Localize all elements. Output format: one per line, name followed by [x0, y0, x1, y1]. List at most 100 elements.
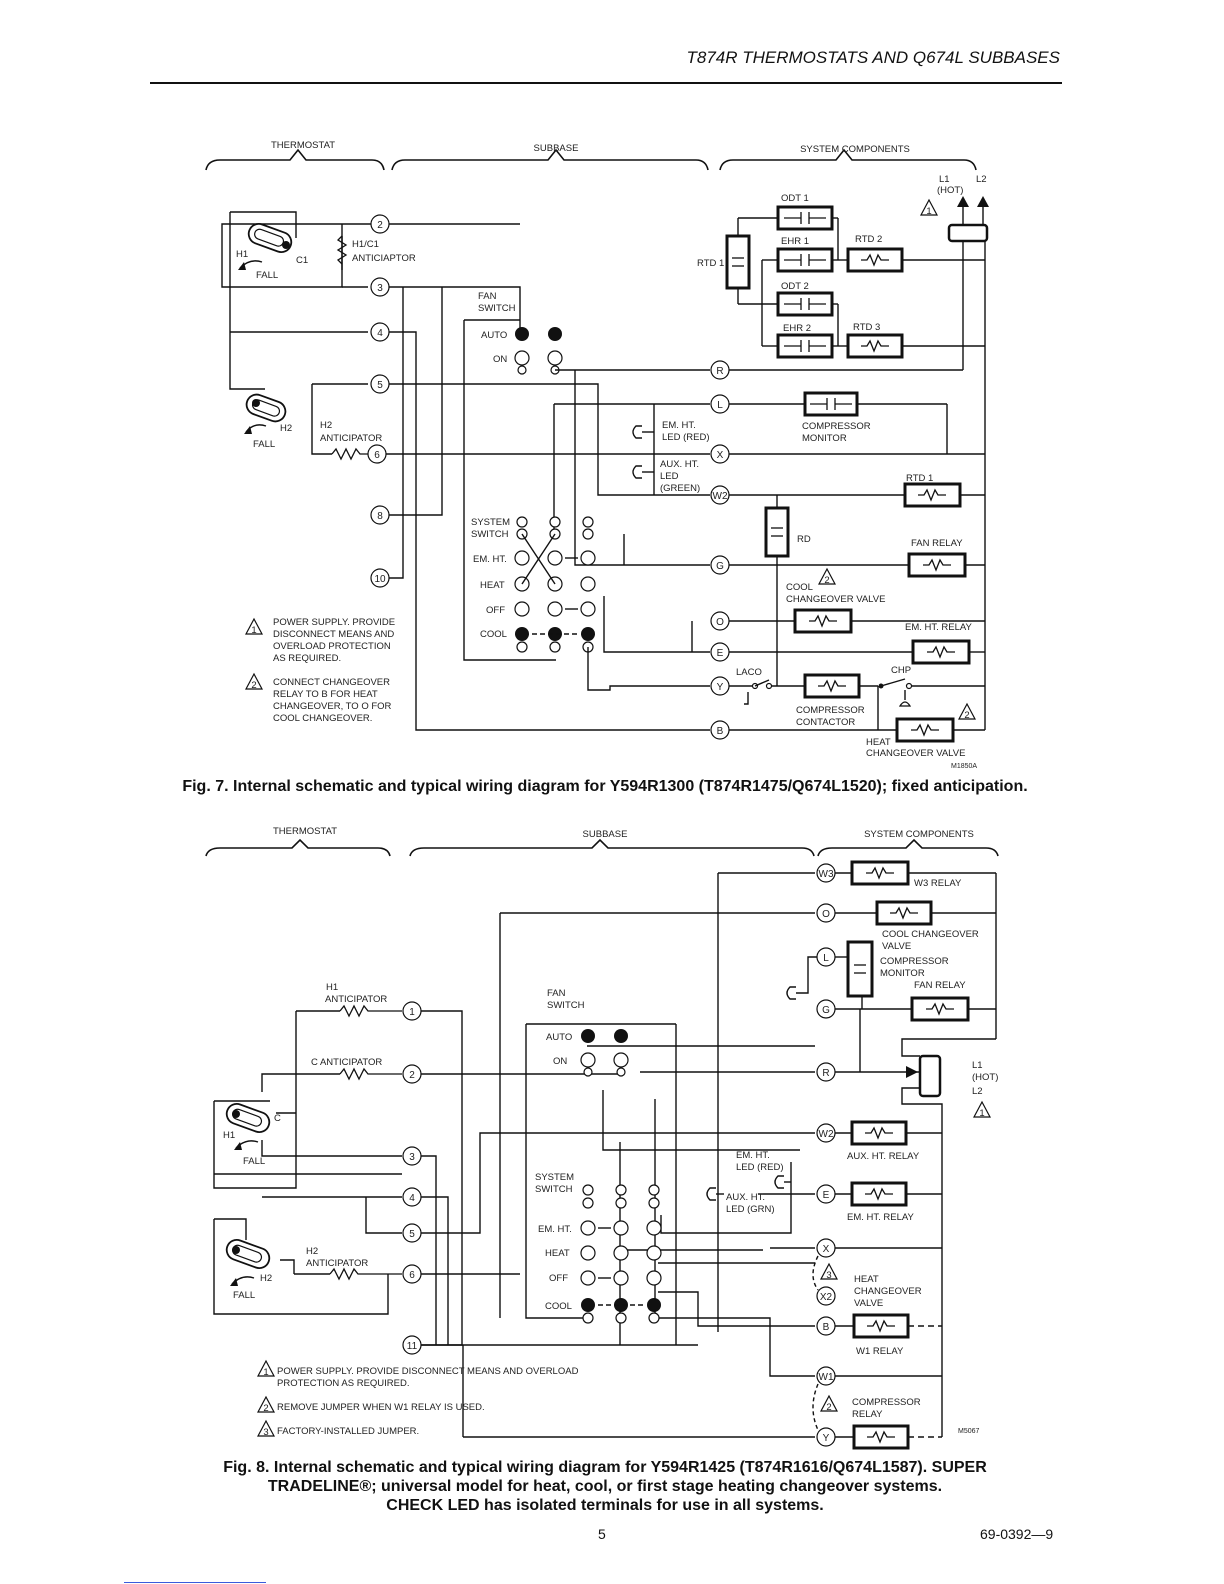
footer-link-underline[interactable] — [124, 1582, 266, 1583]
svg-text:CHANGEOVER, TO O FOR: CHANGEOVER, TO O FOR — [273, 701, 392, 712]
svg-text:AUTO: AUTO — [481, 330, 507, 341]
svg-text:SWITCH: SWITCH — [478, 303, 516, 314]
page-header: T874R THERMOSTATS AND Q674L SUBBASES — [150, 46, 1062, 84]
label-heat-cv-a: HEAT — [854, 1274, 879, 1285]
label-comp-mon-a: COMPRESSOR — [880, 956, 949, 967]
label-rtd1: RTD 1 — [906, 473, 933, 484]
svg-text:ON: ON — [493, 354, 507, 365]
terminal-4: 4 — [402, 1187, 422, 1207]
svg-text:X: X — [823, 1244, 830, 1255]
em-ht-relay — [911, 639, 971, 665]
label-odt2: ODT 2 — [781, 281, 809, 292]
svg-text:4: 4 — [409, 1193, 415, 1204]
fig8-caption-line-1: Fig. 8. Internal schematic and typical w… — [223, 1459, 987, 1476]
svg-text:2: 2 — [824, 575, 829, 586]
note-1: 1 POWER SUPPLY. PROVIDE DISCONNECT MEANS… — [245, 617, 395, 664]
svg-text:X2: X2 — [820, 1292, 833, 1303]
em-ht-led-label-a: EM. HT. — [736, 1150, 770, 1161]
aux-ht-relay — [850, 1120, 908, 1146]
svg-text:OFF: OFF — [486, 605, 505, 616]
svg-text:AS REQUIRED.: AS REQUIRED. — [273, 653, 341, 664]
section-system-components: SYSTEM COMPONENTS — [864, 829, 974, 840]
svg-text:6: 6 — [409, 1270, 415, 1281]
figure-code: M5067 — [958, 1428, 980, 1435]
svg-text:G: G — [716, 561, 724, 572]
terminal-O: O — [816, 903, 836, 923]
ehr2-component — [776, 333, 834, 359]
svg-text:B: B — [823, 1322, 830, 1333]
svg-text:8: 8 — [377, 511, 383, 522]
svg-text:SWITCH: SWITCH — [547, 1000, 585, 1011]
em-ht-led-icon — [632, 425, 642, 439]
label-heat-cv-b: CHANGEOVER — [854, 1286, 922, 1297]
svg-text:COOL: COOL — [545, 1301, 572, 1312]
label-h2-ant-a: H2 — [320, 420, 332, 431]
svg-text:SWITCH: SWITCH — [471, 529, 509, 540]
terminal-6: 6 — [402, 1264, 422, 1284]
label-heat-cv-b: CHANGEOVER VALVE — [866, 748, 965, 759]
label-h1: H1 — [236, 249, 248, 260]
fig7-caption: Fig. 7. Internal schematic and typical w… — [182, 778, 1028, 795]
label-rtd2: RTD 2 — [855, 234, 882, 245]
svg-text:Y: Y — [717, 682, 724, 693]
power-terminals — [906, 1054, 942, 1098]
note-2: 2 CONNECT CHANGEOVER RELAY TO B FOR HEAT… — [245, 673, 392, 724]
svg-text:R: R — [716, 366, 723, 377]
h2-mercury-switch — [225, 1238, 271, 1270]
label-fall-2: FALL — [253, 439, 275, 450]
svg-text:PROTECTION AS REQUIRED.: PROTECTION AS REQUIRED. — [277, 1378, 410, 1389]
terminal-11: 11 — [402, 1335, 422, 1355]
label-l1: L1 — [939, 174, 950, 185]
note-1: 1 POWER SUPPLY. PROVIDE DISCONNECT MEANS… — [257, 1360, 579, 1389]
svg-text:3: 3 — [377, 283, 383, 294]
terminal-R: R — [710, 360, 730, 380]
label-l1: L1 — [972, 1060, 983, 1071]
label-comp-mon-b: MONITOR — [802, 433, 847, 444]
section-subbase: SUBBASE — [583, 829, 628, 840]
label-anticiaptor: ANTICIAPTOR — [352, 253, 416, 264]
warning-1-icon: 1 — [973, 1101, 991, 1119]
label-comp-mon-b: MONITOR — [880, 968, 925, 979]
h2-mercury-switch — [245, 393, 287, 423]
svg-text:G: G — [822, 1005, 830, 1016]
terminal-B: B — [710, 720, 730, 740]
rtd1-component — [903, 482, 962, 508]
svg-text:HEAT: HEAT — [480, 580, 505, 591]
svg-text:10: 10 — [374, 574, 386, 585]
terminal-6: 6 — [367, 444, 387, 464]
compressor-monitor — [803, 391, 859, 417]
svg-text:FAN: FAN — [478, 291, 497, 302]
heat-changeover-valve — [852, 1313, 910, 1339]
svg-text:COOL: COOL — [480, 629, 507, 640]
subbase-brace — [409, 838, 815, 857]
warning-1-icon: 1 — [920, 199, 938, 217]
terminal-W2: W2 — [710, 485, 730, 505]
terminal-E: E — [710, 642, 730, 662]
terminal-W3: W3 — [816, 863, 836, 883]
fig8-caption-line-2: TRADELINE®; universal model for heat, co… — [267, 1478, 943, 1495]
svg-text:POWER SUPPLY. PROVIDE: POWER SUPPLY. PROVIDE — [273, 617, 395, 628]
svg-text:AUTO: AUTO — [546, 1032, 572, 1043]
aux-ht-led-icon — [706, 1187, 716, 1201]
label-heat-cv-a: HEAT — [866, 737, 891, 748]
label-fall-1: FALL — [256, 270, 278, 281]
cool-changeover-valve — [793, 608, 853, 634]
svg-text:DISCONNECT MEANS AND: DISCONNECT MEANS AND — [273, 629, 394, 640]
svg-text:W2: W2 — [819, 1129, 834, 1140]
note-2: 2 REMOVE JUMPER WHEN W1 RELAY IS USED. — [257, 1396, 485, 1414]
section-system-components: SYSTEM COMPONENTS — [800, 144, 910, 155]
terminal-X2: X2 — [816, 1286, 836, 1306]
terminal-O: O — [710, 611, 730, 631]
label-h1-ant-a: H1 — [326, 982, 338, 993]
warning-2-icon: 2 — [820, 1395, 838, 1413]
label-comp-con-b: CONTACTOR — [796, 717, 855, 728]
label-heat-cv-c: VALVE — [854, 1298, 883, 1309]
terminal-L: L — [816, 947, 836, 967]
terminal-5: 5 — [402, 1223, 422, 1243]
system-switch: SYSTEM SWITCH EM. HT. HEAT OFF COOL — [471, 516, 596, 653]
svg-text:1: 1 — [409, 1007, 415, 1018]
aux-ht-led-label-b: LED (GRN) — [726, 1204, 775, 1215]
svg-text:OFF: OFF — [549, 1273, 568, 1284]
terminal-Y: Y — [816, 1427, 836, 1447]
terminal-R: R — [816, 1062, 836, 1082]
